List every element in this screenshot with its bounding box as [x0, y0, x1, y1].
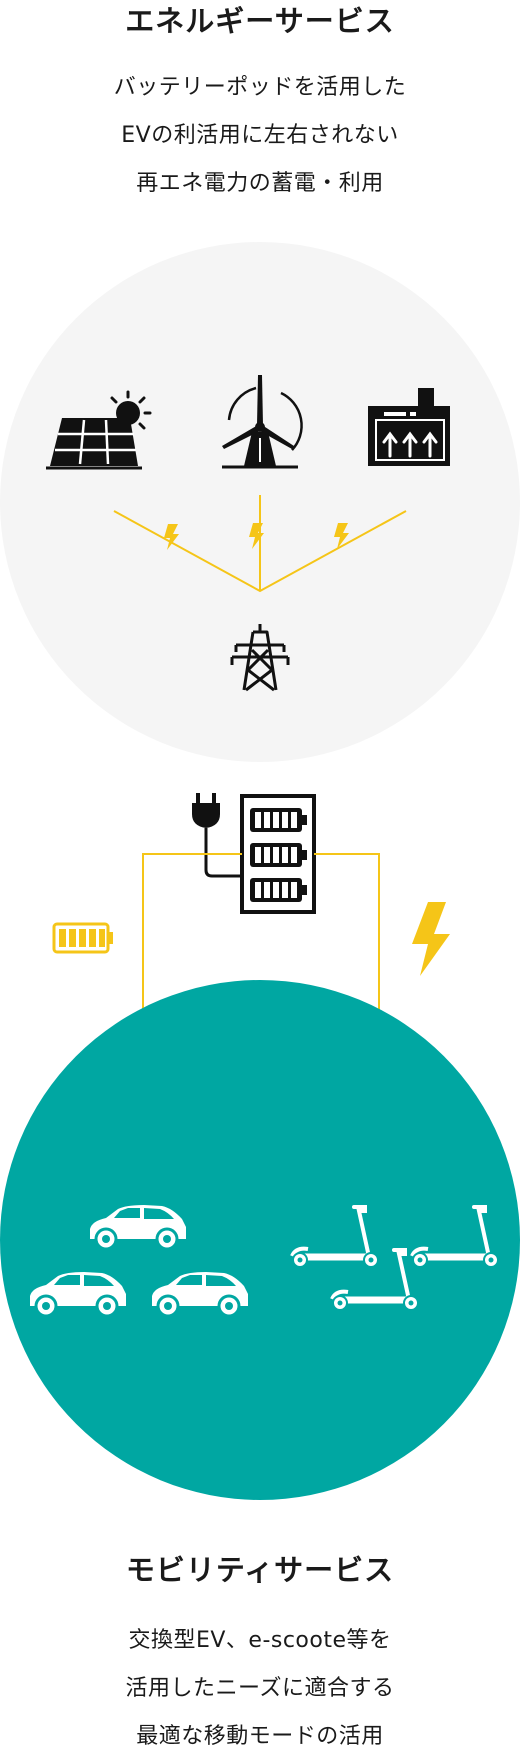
energy-service-description: バッテリーポッドを活用した EVの利活用に左右されない 再エネ電力の蓄電・利用 [0, 64, 520, 208]
mobility-desc-line: 活用したニーズに適合する [125, 1676, 395, 1701]
energy-service-title: エネルギーサービス [125, 4, 395, 38]
power-pylon-icon [230, 624, 290, 692]
battery-icon [52, 922, 113, 954]
battery-pod-icon [240, 794, 316, 914]
mobility-desc-line: 交換型EV、e-scoote等を [128, 1628, 392, 1653]
mobility-desc-line: 最適な移動モードの活用 [136, 1724, 384, 1749]
energy-desc-line: バッテリーポッドを活用した [113, 75, 407, 100]
mobility-circle [0, 980, 520, 1500]
energy-desc-line: EVの利活用に左右されない [121, 123, 399, 148]
solar-panel-icon [46, 390, 152, 470]
factory-icon [368, 388, 450, 466]
energy-desc-line: 再エネ電力の蓄電・利用 [136, 171, 384, 196]
plug-icon [192, 793, 242, 878]
wind-turbine-icon [222, 375, 303, 469]
mobility-service-description: 交換型EV、e-scoote等を 活用したニーズに適合する 最適な移動モードの活… [0, 1617, 520, 1761]
lightning-icon [412, 902, 450, 976]
mobility-service-title: モビリティサービス [125, 1553, 395, 1587]
